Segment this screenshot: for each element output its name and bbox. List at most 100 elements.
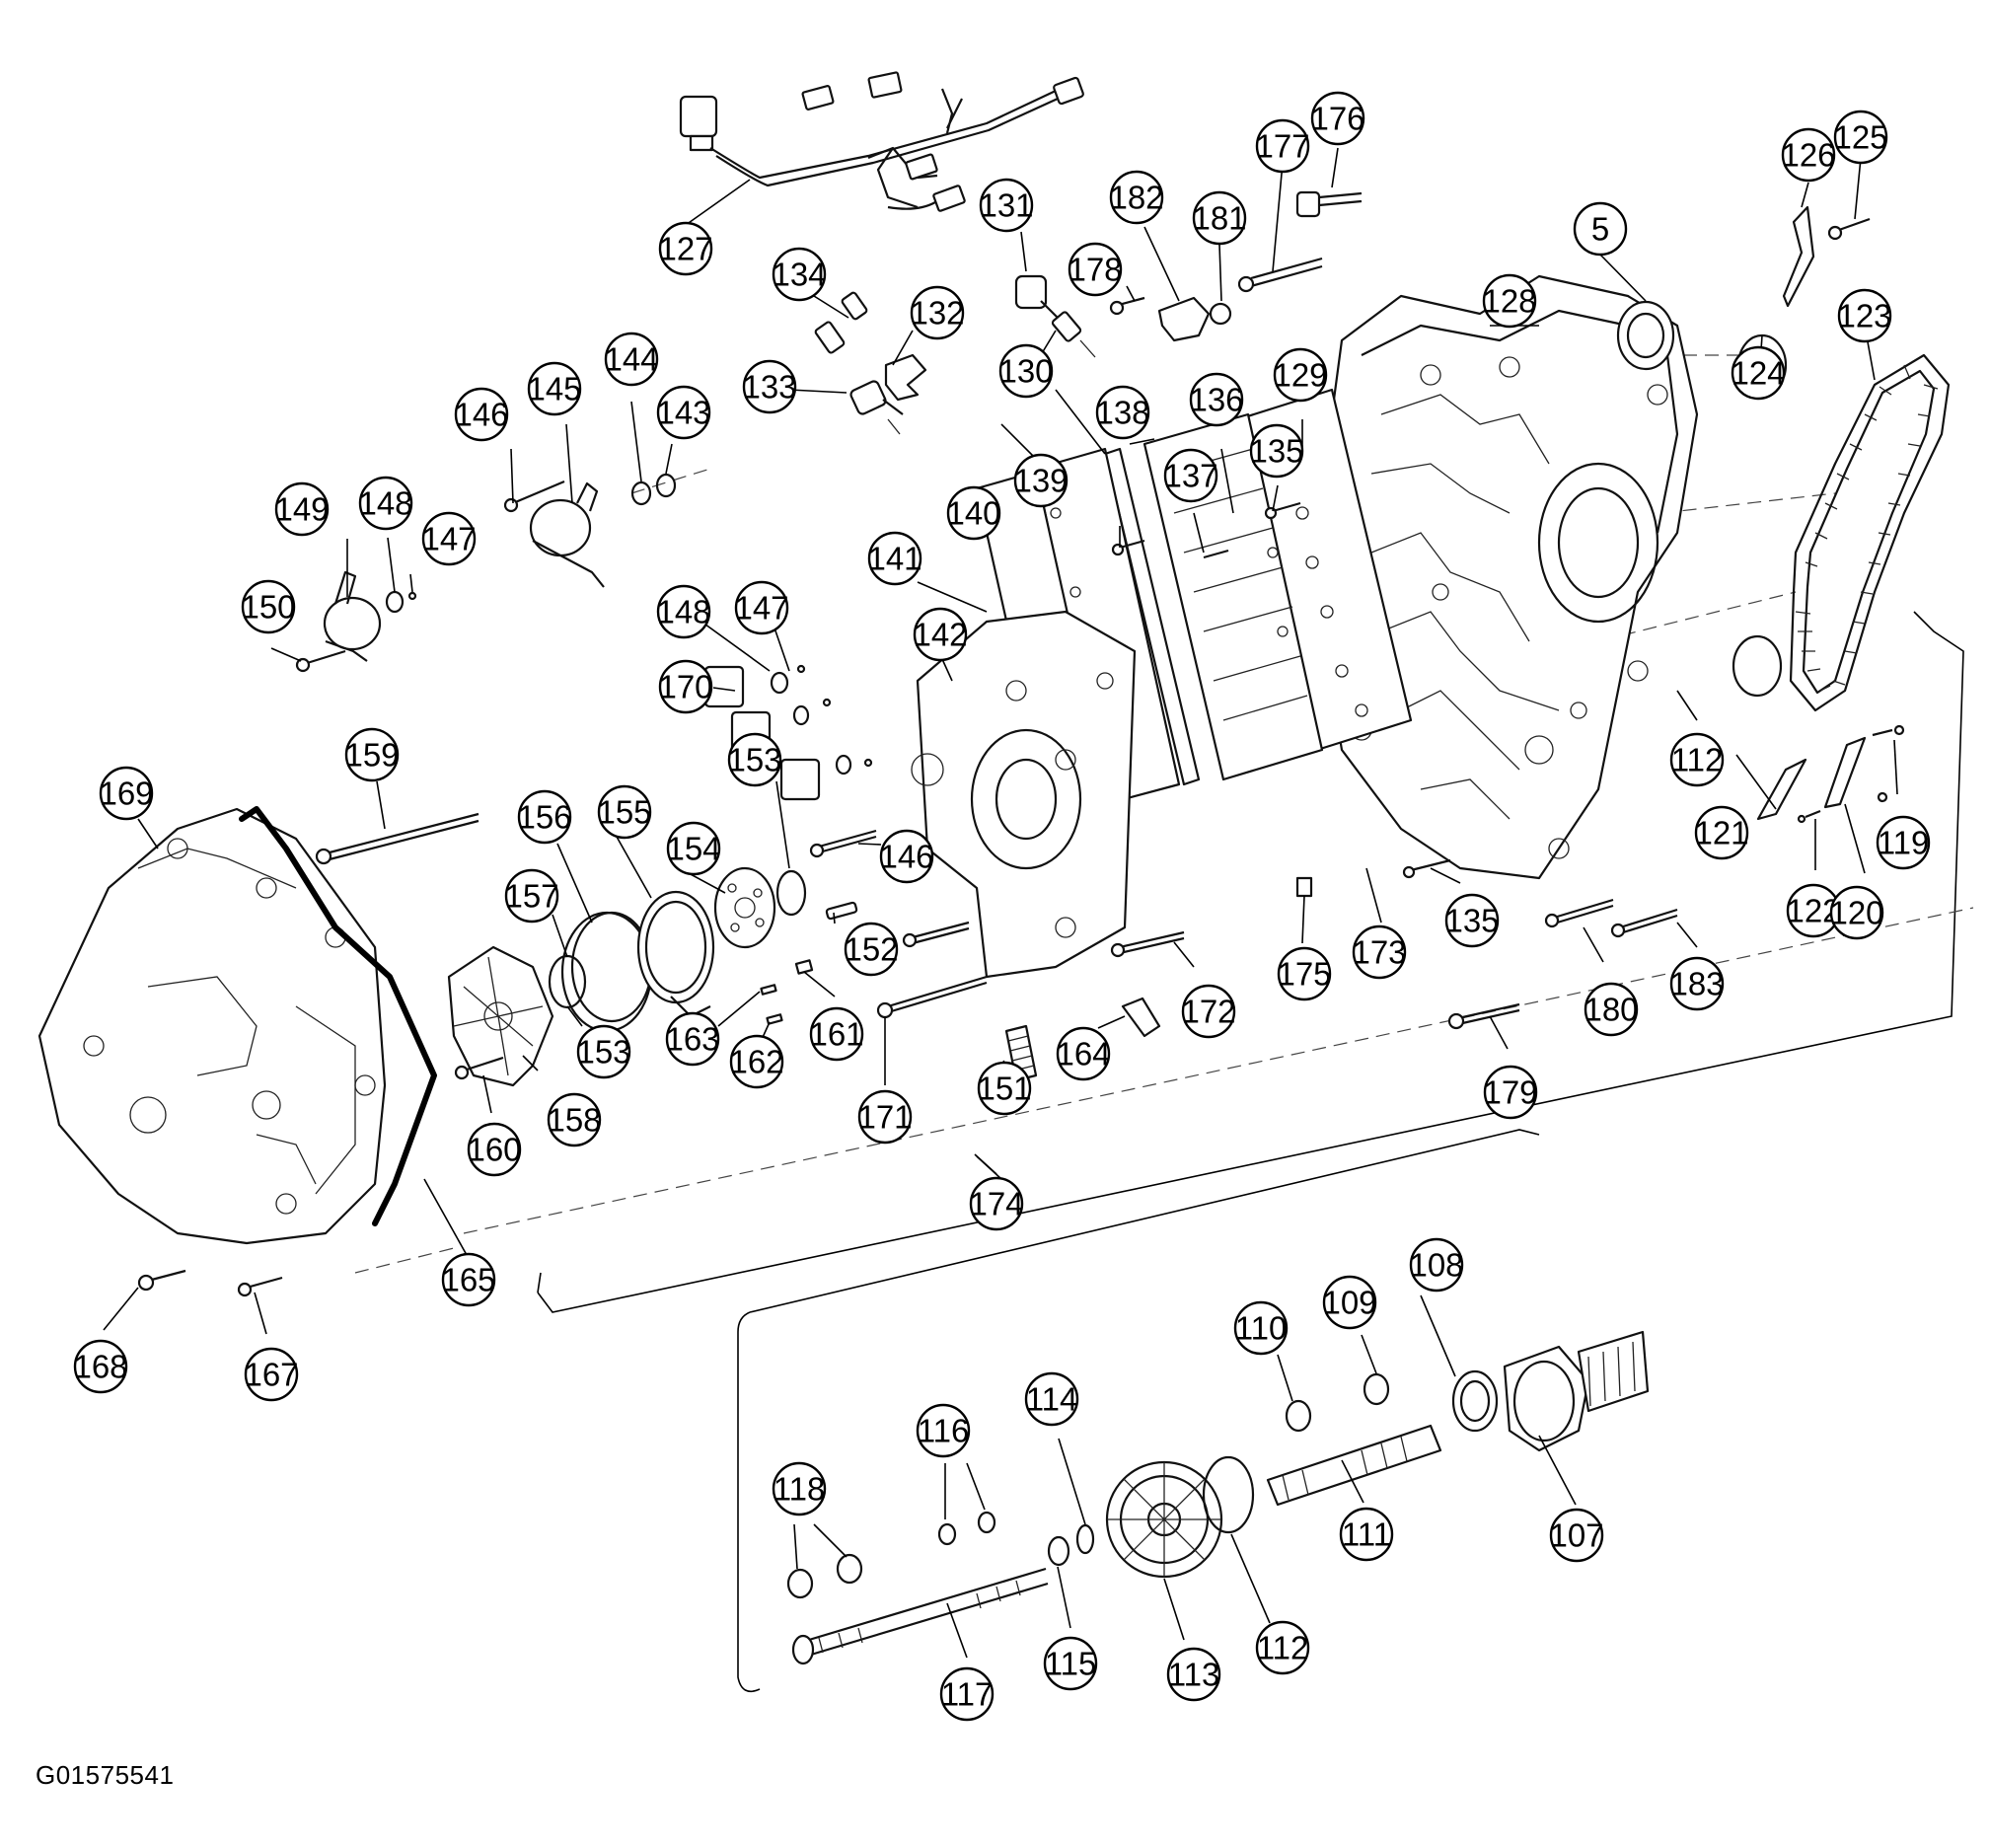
callout-109: 109 — [1322, 1275, 1377, 1330]
svg-text:168: 168 — [73, 1349, 127, 1385]
svg-text:126: 126 — [1781, 137, 1835, 174]
svg-text:125: 125 — [1833, 119, 1887, 156]
side-cover — [37, 807, 387, 1245]
callout-151: 151 — [977, 1061, 1032, 1116]
callout-157: 157 — [504, 868, 559, 924]
svg-text:154: 154 — [666, 831, 720, 867]
shaft-group-bracket — [737, 1129, 1540, 1693]
callout-112b: 112 — [1255, 1620, 1310, 1675]
svg-text:109: 109 — [1322, 1285, 1376, 1321]
svg-text:170: 170 — [658, 669, 712, 705]
callout-155: 155 — [597, 784, 652, 840]
svg-text:118: 118 — [774, 1471, 826, 1508]
small-valve-parts — [760, 724, 1905, 1082]
svg-text:107: 107 — [1549, 1517, 1603, 1554]
callout-145: 145 — [527, 361, 582, 416]
callout-123: 123 — [1837, 288, 1892, 343]
svg-text:135: 135 — [1444, 903, 1499, 939]
seal-and-rings — [1616, 205, 1871, 698]
callout-118: 118 — [772, 1461, 827, 1516]
svg-text:142: 142 — [913, 617, 967, 653]
callout-153b: 153 — [576, 1024, 631, 1079]
callout-107: 107 — [1549, 1508, 1604, 1563]
svg-text:177: 177 — [1255, 128, 1309, 165]
callout-183: 183 — [1669, 956, 1725, 1011]
callout-108: 108 — [1409, 1237, 1464, 1293]
callout-127: 127 — [658, 221, 713, 276]
svg-text:133: 133 — [742, 369, 796, 406]
callout-116: 116 — [916, 1403, 971, 1458]
svg-text:161: 161 — [809, 1016, 863, 1053]
callout-143: 143 — [656, 385, 711, 440]
svg-text:124: 124 — [1731, 355, 1785, 392]
callout-169: 169 — [99, 766, 154, 821]
wiring-harness — [679, 71, 1084, 212]
left-solenoids — [295, 473, 677, 673]
svg-text:145: 145 — [527, 371, 581, 407]
callout-149: 149 — [274, 481, 330, 537]
callout-180: 180 — [1584, 982, 1639, 1037]
svg-text:129: 129 — [1273, 357, 1327, 394]
center-solenoids — [703, 664, 873, 801]
svg-text:108: 108 — [1409, 1247, 1463, 1284]
svg-text:155: 155 — [597, 794, 651, 831]
callout-128: 128 — [1482, 273, 1537, 329]
callout-5: 5 — [1573, 201, 1628, 257]
callout-148: 148 — [358, 476, 413, 531]
svg-text:121: 121 — [1694, 815, 1748, 851]
callout-117: 117 — [939, 1666, 995, 1722]
callout-126: 126 — [1781, 127, 1836, 183]
callout-124: 124 — [1731, 345, 1786, 401]
callout-174: 174 — [969, 1176, 1024, 1231]
callout-113: 113 — [1166, 1647, 1221, 1702]
callout-159: 159 — [344, 727, 400, 782]
callout-152: 152 — [844, 922, 899, 977]
svg-text:158: 158 — [547, 1102, 601, 1139]
svg-text:139: 139 — [1013, 463, 1068, 499]
svg-text:143: 143 — [656, 395, 710, 431]
svg-text:183: 183 — [1669, 966, 1724, 1002]
callout-148b: 148 — [656, 584, 711, 639]
callout-158: 158 — [547, 1092, 602, 1147]
svg-text:136: 136 — [1189, 382, 1243, 418]
side-cover-gasket — [239, 806, 437, 1226]
callout-165: 165 — [441, 1252, 496, 1307]
svg-text:172: 172 — [1181, 994, 1235, 1030]
callout-125: 125 — [1833, 110, 1888, 165]
long-bolts — [137, 501, 1678, 1297]
svg-text:5: 5 — [1591, 211, 1609, 248]
callout-167: 167 — [244, 1347, 299, 1402]
callout-178: 178 — [1068, 242, 1123, 297]
svg-text:115: 115 — [1045, 1646, 1097, 1682]
svg-text:169: 169 — [99, 776, 153, 812]
svg-text:117: 117 — [941, 1676, 994, 1713]
svg-text:128: 128 — [1482, 283, 1536, 320]
svg-text:138: 138 — [1095, 395, 1149, 431]
callout-114: 114 — [1024, 1371, 1079, 1427]
callout-147: 147 — [421, 511, 477, 566]
callout-164: 164 — [1056, 1026, 1111, 1081]
callout-141: 141 — [867, 531, 922, 586]
callout-120: 120 — [1829, 885, 1884, 940]
callout-137: 137 — [1163, 448, 1218, 503]
callout-179: 179 — [1483, 1065, 1538, 1120]
callout-134: 134 — [772, 247, 827, 302]
svg-text:131: 131 — [979, 187, 1033, 224]
figure-id-label: G01575541 — [36, 1760, 175, 1790]
callout-138: 138 — [1095, 385, 1150, 440]
callout-121: 121 — [1694, 805, 1749, 860]
svg-text:162: 162 — [729, 1044, 783, 1080]
callout-111: 111 — [1339, 1507, 1394, 1562]
callout-146: 146 — [454, 387, 509, 442]
svg-text:123: 123 — [1837, 298, 1891, 334]
svg-text:120: 120 — [1829, 895, 1883, 931]
svg-text:112: 112 — [1671, 742, 1724, 778]
svg-text:119: 119 — [1878, 825, 1930, 861]
svg-text:167: 167 — [244, 1357, 298, 1393]
svg-text:175: 175 — [1277, 956, 1331, 993]
drive-chain — [1789, 353, 1951, 712]
svg-text:153: 153 — [727, 742, 781, 778]
small-solenoid-parts — [814, 274, 1096, 435]
callout-170: 170 — [658, 659, 713, 714]
svg-text:134: 134 — [772, 257, 826, 293]
